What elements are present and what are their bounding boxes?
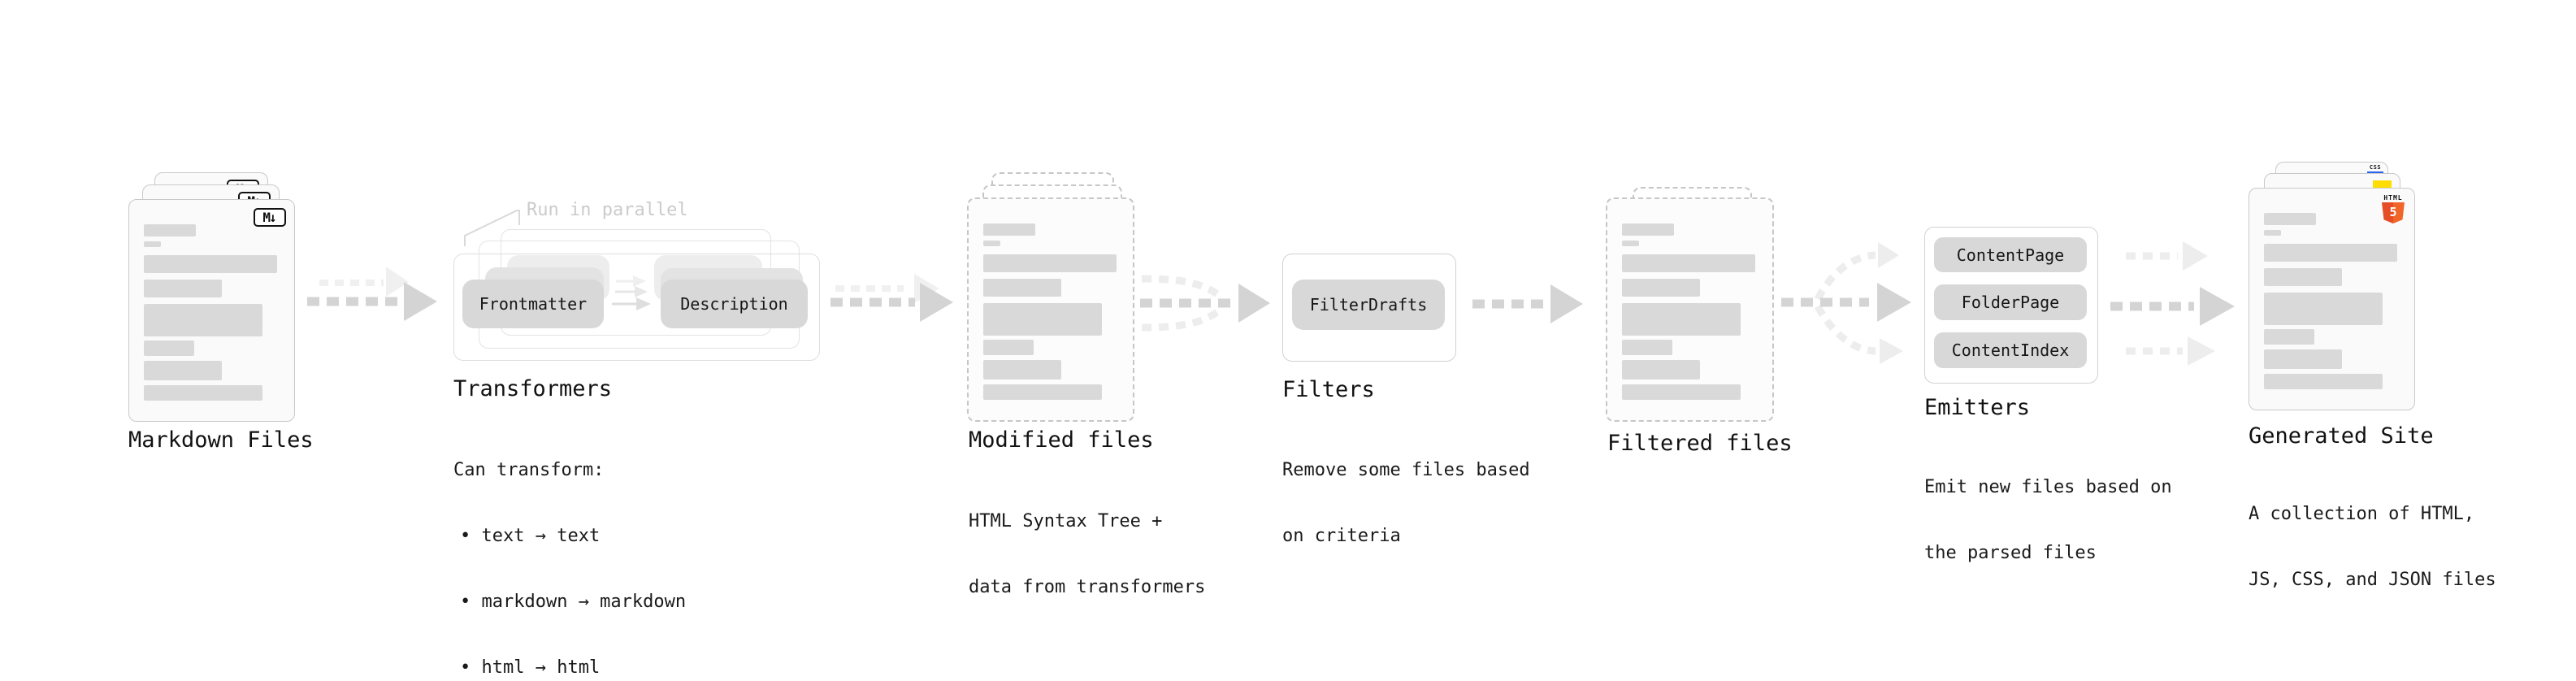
arrow-head xyxy=(2200,287,2235,326)
arrow-head xyxy=(920,283,953,322)
skeleton-line xyxy=(1622,254,1755,272)
html5-icon: HTML 5 xyxy=(2382,194,2405,223)
transformers-bullet-markdown: • markdown → markdown xyxy=(460,592,687,612)
skeleton-line xyxy=(1622,279,1700,297)
skeleton-line xyxy=(1622,340,1672,355)
skeleton-line xyxy=(983,279,1061,297)
emitters-box xyxy=(1924,227,2098,384)
run-in-parallel-callout: Run in parallel xyxy=(527,200,688,220)
converge-curve-bottom xyxy=(1141,306,1225,332)
transformers-bullet-text: • text → text xyxy=(460,526,601,546)
filters-desc-line: Remove some files based xyxy=(1282,460,1530,480)
modified-file-card xyxy=(967,197,1134,422)
callout-leader-line xyxy=(464,210,520,246)
emitters-desc-line: the parsed files xyxy=(1924,543,2097,563)
skeleton-line xyxy=(983,360,1061,380)
generated-site-desc-line: JS, CSS, and JSON files xyxy=(2249,570,2496,590)
stage-label-filtered-files: Filtered files xyxy=(1607,431,1793,456)
transformer-chip-frontmatter: Frontmatter xyxy=(462,280,604,328)
skeleton-line xyxy=(983,223,1035,236)
stage-label-emitters: Emitters xyxy=(1924,395,2031,420)
skeleton-line xyxy=(983,384,1102,400)
skeleton-line xyxy=(144,340,194,356)
converge-curve-top xyxy=(1141,275,1225,301)
skeleton-line xyxy=(1622,223,1674,236)
skeleton-line xyxy=(1622,241,1639,246)
arrow-head xyxy=(1880,338,1903,364)
modified-files-desc-line: HTML Syntax Tree + xyxy=(969,511,1163,531)
stage-label-filters: Filters xyxy=(1282,377,1375,402)
skeleton-line xyxy=(144,255,277,273)
skeleton-line xyxy=(1622,303,1741,336)
arrow-head xyxy=(404,282,437,321)
skeleton-line xyxy=(983,303,1102,336)
emitters-desc-line: Emit new files based on xyxy=(1924,477,2172,497)
filtered-file-card xyxy=(1606,197,1774,422)
transformers-description: Can transform: • text → text • markdown … xyxy=(453,415,686,681)
skeleton-line xyxy=(983,241,1000,246)
skeleton-line xyxy=(2264,293,2383,325)
arrow-head xyxy=(1550,284,1583,323)
stage-label-transformers: Transformers xyxy=(453,376,613,401)
arrow-head xyxy=(2188,336,2215,366)
connector-markdown-to-transformers xyxy=(307,267,437,321)
skeleton-line xyxy=(1622,384,1741,400)
filters-box xyxy=(1282,254,1456,362)
skeleton-line xyxy=(983,340,1034,355)
connector-emitters-to-generated xyxy=(2110,241,2235,366)
css-icon-label: CSS xyxy=(2369,164,2382,171)
arrow-head xyxy=(2183,241,2208,271)
connector-transformers-to-modified xyxy=(830,274,953,322)
transformers-desc-heading: Can transform: xyxy=(453,460,605,480)
skeleton-line xyxy=(144,241,161,247)
generated-site-description: A collection of HTML, JS, CSS, and JSON … xyxy=(2249,459,2496,635)
transformers-box xyxy=(453,254,820,361)
generated-site-card: HTML 5 xyxy=(2249,188,2415,410)
diverge-curve-top xyxy=(1814,251,1876,301)
skeleton-line xyxy=(2264,329,2314,345)
connector-filtered-to-emitters xyxy=(1781,242,1911,364)
arrow-head xyxy=(386,267,409,297)
skeleton-line xyxy=(2264,213,2316,225)
filter-chip-filterdrafts: FilterDrafts xyxy=(1292,280,1445,330)
html5-icon-label: HTML xyxy=(2383,194,2403,202)
skeleton-line xyxy=(1622,360,1700,380)
skeleton-line xyxy=(2264,268,2342,286)
transformers-bullet-html: • html → html xyxy=(460,657,601,678)
generated-site-desc-line: A collection of HTML, xyxy=(2249,504,2475,524)
markdown-file-card: M↓ xyxy=(128,199,295,422)
transformer-chip-description: Description xyxy=(661,280,808,328)
skeleton-line xyxy=(2264,374,2383,389)
skeleton-line xyxy=(144,224,196,236)
modified-files-desc-line: data from transformers xyxy=(969,577,1206,597)
emitters-description: Emit new files based on the parsed files xyxy=(1924,432,2172,608)
skeleton-line xyxy=(2264,244,2397,262)
skeleton-line xyxy=(144,280,222,297)
connector-filters-to-filtered xyxy=(1472,284,1583,323)
stage-label-generated-site: Generated Site xyxy=(2249,423,2434,449)
connector-modified-to-filters xyxy=(1140,275,1270,332)
emitter-chip-contentindex: ContentIndex xyxy=(1934,332,2087,368)
stage-label-markdown-files: Markdown Files xyxy=(128,427,314,453)
emitter-chip-contentpage: ContentPage xyxy=(1934,237,2087,272)
html5-icon-shield: 5 xyxy=(2382,202,2405,223)
skeleton-line xyxy=(144,304,262,336)
filters-desc-line: on criteria xyxy=(1282,526,1401,546)
arrow-head xyxy=(1238,284,1270,323)
parallel-arrows-icon xyxy=(612,275,651,310)
filters-description: Remove some files based on criteria xyxy=(1282,415,1530,591)
diverge-curve-bottom xyxy=(1815,304,1876,355)
skeleton-line xyxy=(2264,349,2342,369)
skeleton-line xyxy=(144,361,222,380)
skeleton-line xyxy=(2264,230,2281,236)
stage-label-modified-files: Modified files xyxy=(969,427,1154,453)
modified-files-description: HTML Syntax Tree + data from transformer… xyxy=(969,466,1205,642)
arrow-head xyxy=(1878,242,1899,268)
arrow-head xyxy=(1877,283,1911,322)
skeleton-line xyxy=(983,254,1117,272)
skeleton-line xyxy=(144,385,262,401)
markdown-icon: M↓ xyxy=(254,208,286,227)
emitter-chip-folderpage: FolderPage xyxy=(1934,284,2087,320)
